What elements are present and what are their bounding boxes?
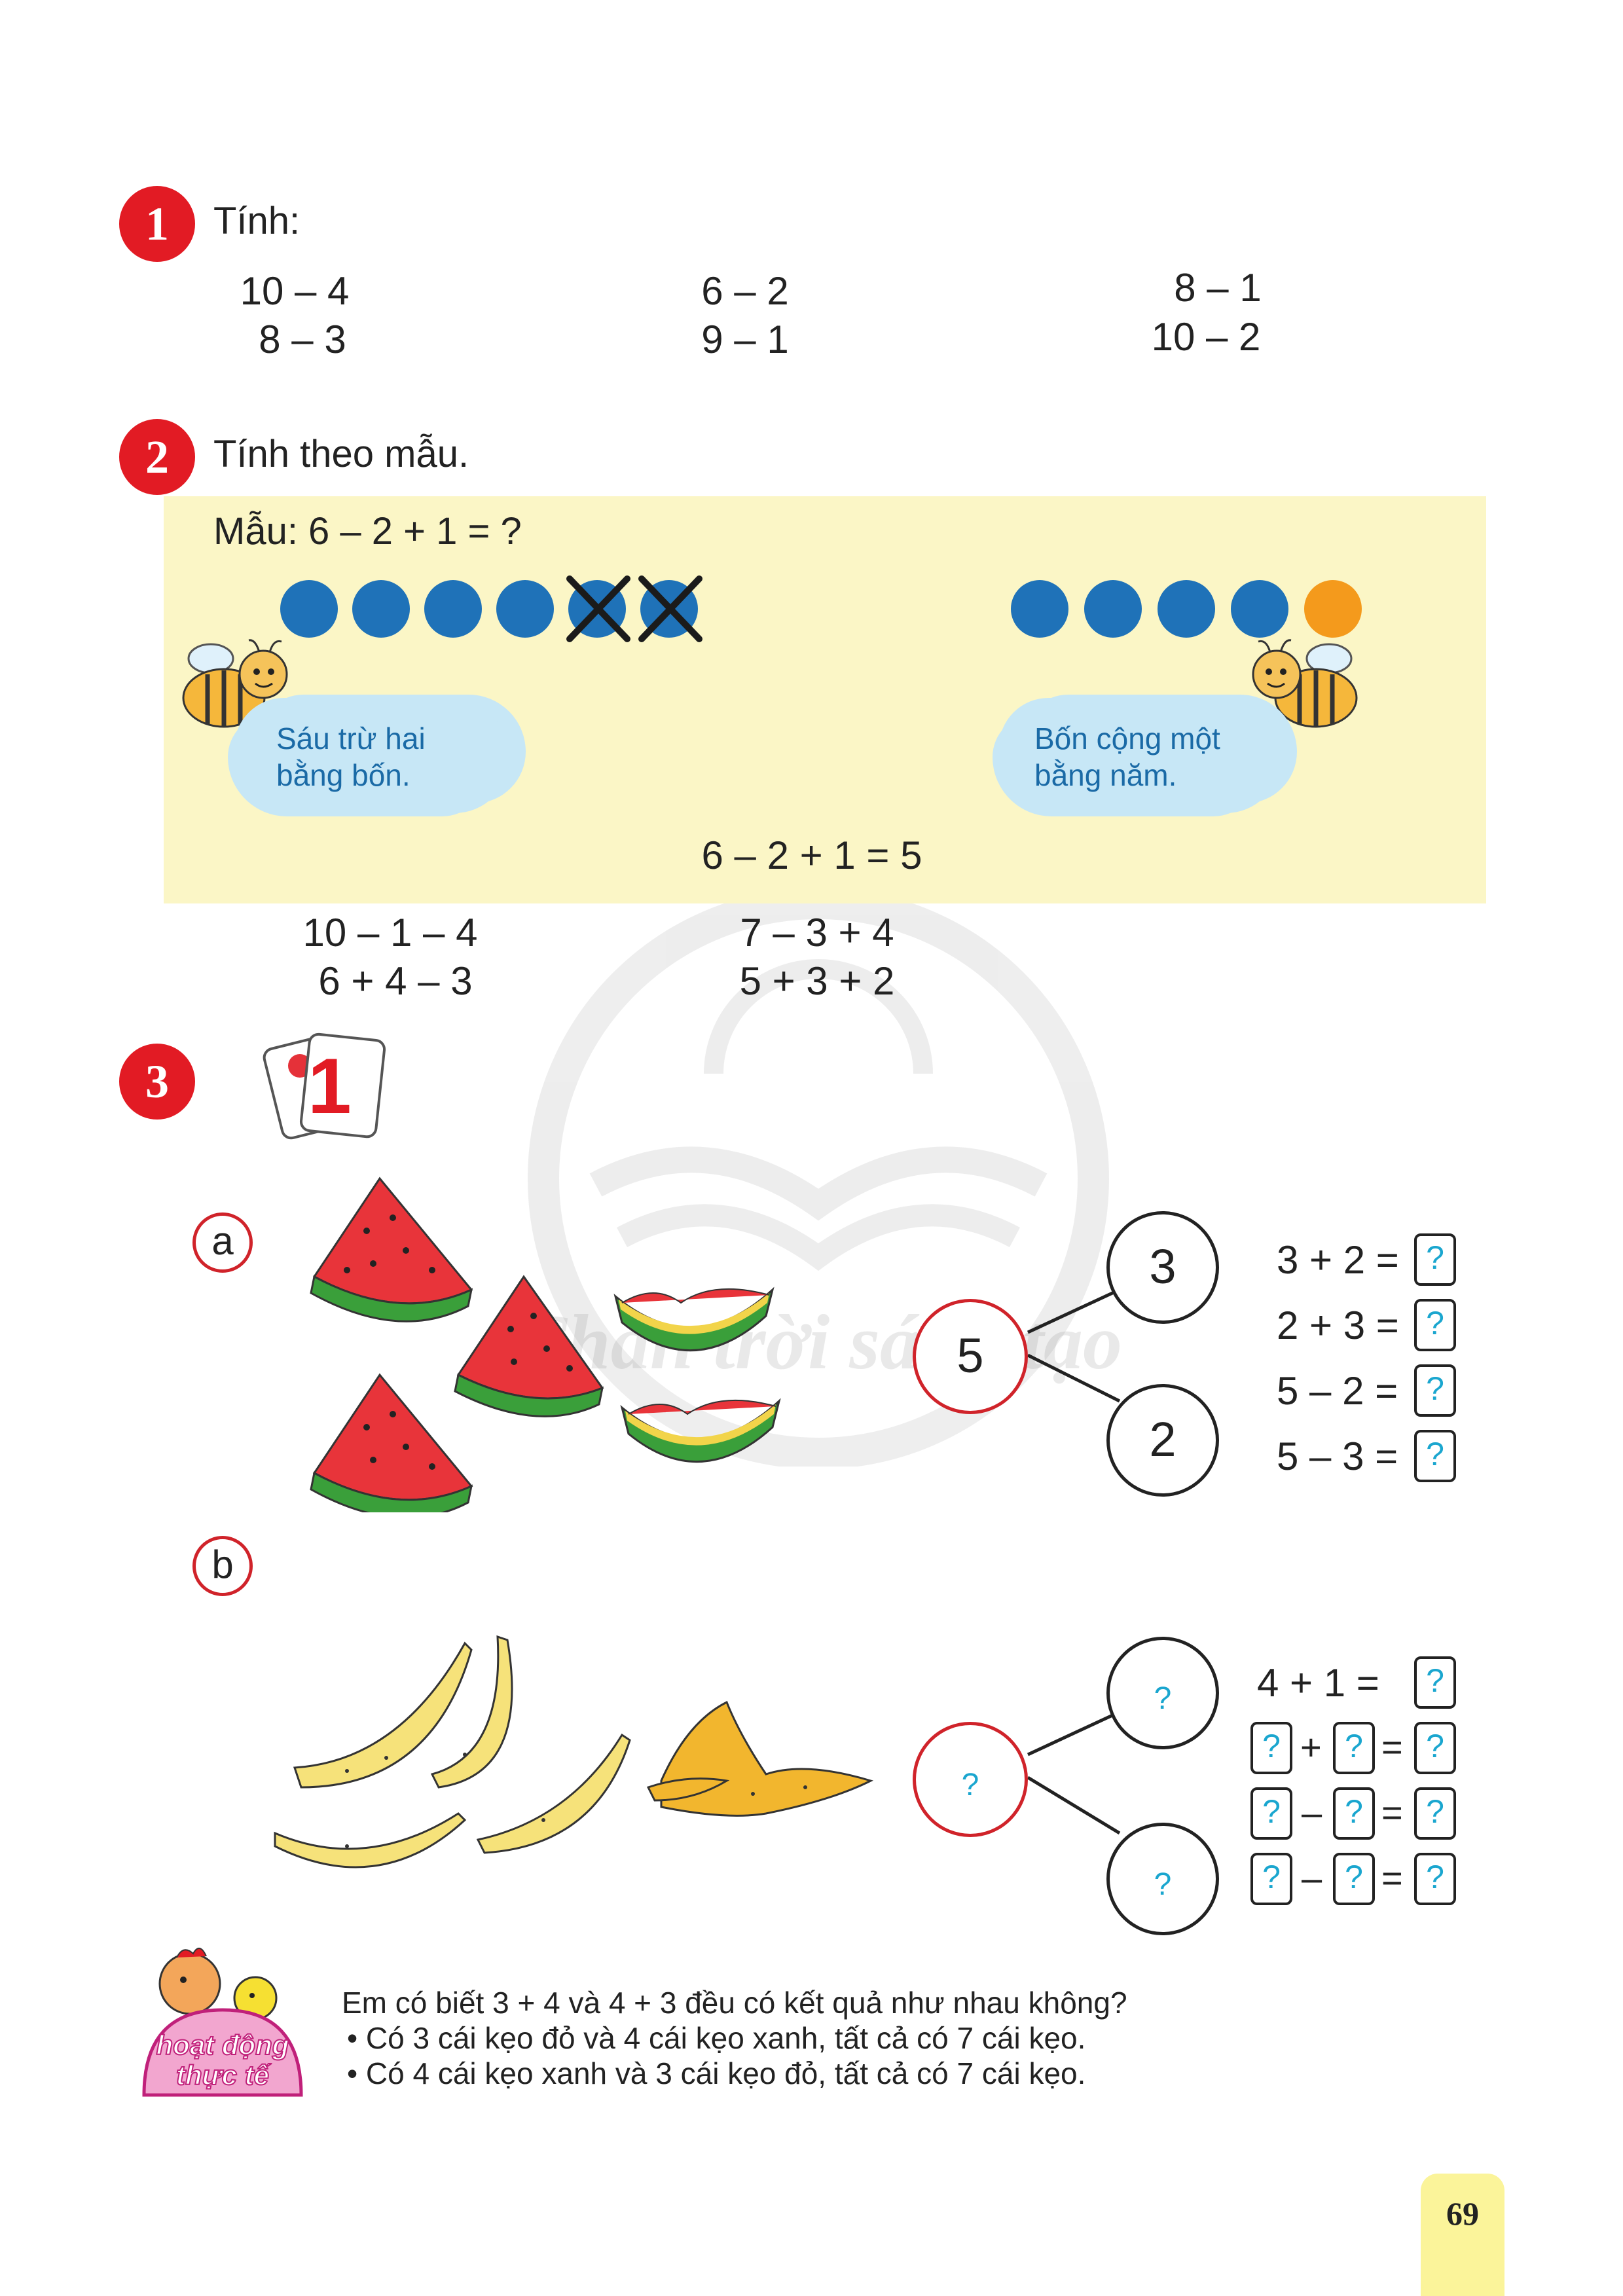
- number-bond-whole: 5: [913, 1299, 1028, 1414]
- watermark-logo: Chân trời sáng tạo: [515, 888, 1122, 1467]
- activity-badge-text: thực tế: [176, 2060, 272, 2090]
- watermelon-slice-icon: [310, 1176, 473, 1322]
- speech-bubble-right-line: Bốn cộng một: [1034, 721, 1220, 756]
- operand-box[interactable]: ?: [1333, 1722, 1375, 1774]
- equals-symbol: =: [1381, 1726, 1403, 1768]
- cross-out-icon: [566, 575, 702, 642]
- speech-bubble-right-line: bằng năm.: [1034, 758, 1177, 792]
- blue-dot: [496, 580, 554, 638]
- watermelon-rind-icon: [613, 1286, 775, 1352]
- blue-dot: [1231, 580, 1288, 638]
- equation-text: 5 – 2 =: [1277, 1369, 1398, 1413]
- equation-text: 4 + 1 =: [1257, 1661, 1379, 1705]
- answer-box[interactable]: ?: [1414, 1299, 1456, 1351]
- orange-dot: [1304, 580, 1362, 638]
- blue-dot: [424, 580, 482, 638]
- page-number-tab: [1421, 2174, 1504, 2296]
- speech-bubble-left: [234, 698, 509, 813]
- answer-box[interactable]: ?: [1414, 1233, 1456, 1286]
- operator-symbol: –: [1302, 1857, 1322, 1899]
- sample-label: Mẫu: 6 – 2 + 1 = ?: [213, 510, 522, 553]
- blue-dot: [280, 580, 338, 638]
- answer-box[interactable]: ?: [1414, 1430, 1456, 1482]
- banana-icon: [430, 1635, 513, 1789]
- number-bond-whole-value: 5: [957, 1328, 984, 1383]
- bee-icon: [1252, 639, 1358, 728]
- exercise-2-expression: 10 – 1 – 4: [302, 911, 478, 955]
- number-bond-part: 3: [1106, 1211, 1219, 1324]
- banana-icon: [293, 1641, 473, 1789]
- activity-bullet: • Có 4 cái kẹo xanh và 3 cái kẹo đỏ, tất…: [347, 2056, 1086, 2090]
- equals-symbol: =: [1381, 1792, 1403, 1833]
- number-bond-part[interactable]: ?: [1106, 1637, 1219, 1749]
- exercise-1-expression: 9 – 1: [701, 318, 789, 361]
- exercise-1-title: Tính:: [213, 200, 301, 242]
- bananas-illustration: [274, 1635, 874, 1868]
- exercise-1-badge: 1: [119, 186, 195, 262]
- number-bond-part[interactable]: ?: [1106, 1823, 1219, 1935]
- number-bond-whole-value: ?: [961, 1768, 979, 1802]
- operand-box[interactable]: ?: [1250, 1853, 1292, 1905]
- activity-question: Em có biết 3 + 4 và 4 + 3 đều có kết quả…: [342, 1986, 1127, 2020]
- activity-badge-icon: hoạt động thực tế: [142, 1948, 303, 2097]
- number-bond-part-value: 3: [1149, 1239, 1176, 1294]
- watermelon-slice-icon: [454, 1275, 604, 1417]
- answer-box[interactable]: ?: [1414, 1722, 1456, 1774]
- banana-icon: [274, 1812, 467, 1868]
- number-bond-lines-a: [1027, 1288, 1121, 1403]
- equation-text: 3 + 2 =: [1277, 1238, 1399, 1282]
- exercise-3-badge: 3: [119, 1044, 195, 1120]
- activity-badge-text: hoạt động: [156, 2030, 289, 2060]
- speech-bubble-left-line: Sáu trừ hai: [276, 721, 426, 756]
- exercise-2-title: Tính theo mẫu.: [213, 433, 469, 475]
- exercise-1-expression: 6 – 2: [701, 269, 789, 313]
- banana-icon: [476, 1733, 631, 1854]
- speech-bubble-right: [999, 698, 1281, 813]
- equation-text: 2 + 3 =: [1277, 1303, 1399, 1347]
- bee-icon: [182, 639, 288, 728]
- operand-box[interactable]: ?: [1250, 1787, 1292, 1840]
- blue-dot: [1084, 580, 1142, 638]
- number-bond-part-value: 2: [1149, 1412, 1176, 1467]
- operator-symbol: +: [1300, 1726, 1322, 1768]
- exercise-1-expression: 10 – 2: [1151, 315, 1261, 359]
- exercise-1-expression: 8 – 3: [259, 318, 346, 361]
- operator-symbol: –: [1302, 1792, 1322, 1833]
- banana-peel-icon: [646, 1700, 874, 1817]
- speech-bubble-left-line: bằng bốn.: [276, 758, 410, 792]
- number-bond-lines-b: [1027, 1710, 1121, 1835]
- sample-result: 6 – 2 + 1 = 5: [701, 833, 922, 877]
- exercise-2-expression: 6 + 4 – 3: [318, 959, 473, 1003]
- number-bond-whole[interactable]: ?: [913, 1722, 1028, 1837]
- number-bond-part-value: ?: [1154, 1867, 1172, 1902]
- number-card-digit: 1: [308, 1042, 352, 1130]
- blue-dot: [352, 580, 410, 638]
- exercise-2-expression: 7 – 3 + 4: [740, 911, 894, 955]
- operand-box[interactable]: ?: [1250, 1722, 1292, 1774]
- exercise-1-expression: 10 – 4: [240, 269, 350, 313]
- exercise-2-expression: 5 + 3 + 2: [739, 959, 895, 1003]
- exercise-1-expression: 8 – 1: [1174, 266, 1262, 310]
- number-bond-part-value: ?: [1154, 1681, 1172, 1716]
- activity-bullet: • Có 3 cái kẹo đỏ và 4 cái kẹo xanh, tất…: [347, 2021, 1086, 2055]
- page-number: 69: [1446, 2195, 1479, 2232]
- answer-box[interactable]: ?: [1414, 1853, 1456, 1905]
- part-a-label: a: [192, 1212, 253, 1273]
- watermelon-slice-icon: [310, 1373, 473, 1512]
- watermelon-slices-illustration: [310, 1176, 781, 1512]
- blue-dot: [1011, 580, 1068, 638]
- equation-text: 5 – 3 =: [1277, 1434, 1398, 1478]
- number-bond-part: 2: [1106, 1384, 1219, 1497]
- answer-box[interactable]: ?: [1414, 1656, 1456, 1709]
- operand-box[interactable]: ?: [1333, 1853, 1375, 1905]
- blue-dot: [1158, 580, 1215, 638]
- answer-box[interactable]: ?: [1414, 1787, 1456, 1840]
- operand-box[interactable]: ?: [1333, 1787, 1375, 1840]
- exercise-2-badge: 2: [119, 419, 195, 495]
- part-b-label: b: [192, 1536, 253, 1596]
- watermelon-rind-icon: [620, 1398, 781, 1463]
- number-cards-icon: [263, 1032, 386, 1140]
- equals-symbol: =: [1381, 1857, 1403, 1899]
- answer-box[interactable]: ?: [1414, 1364, 1456, 1417]
